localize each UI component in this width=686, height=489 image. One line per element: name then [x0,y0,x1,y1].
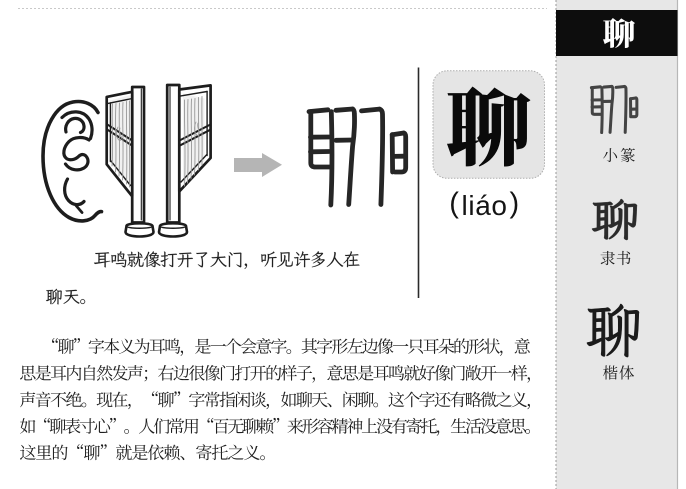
svg-text:(: ( [449,188,459,220]
svg-text:liáo: liáo [462,190,508,221]
svg-text:): ) [510,188,520,220]
